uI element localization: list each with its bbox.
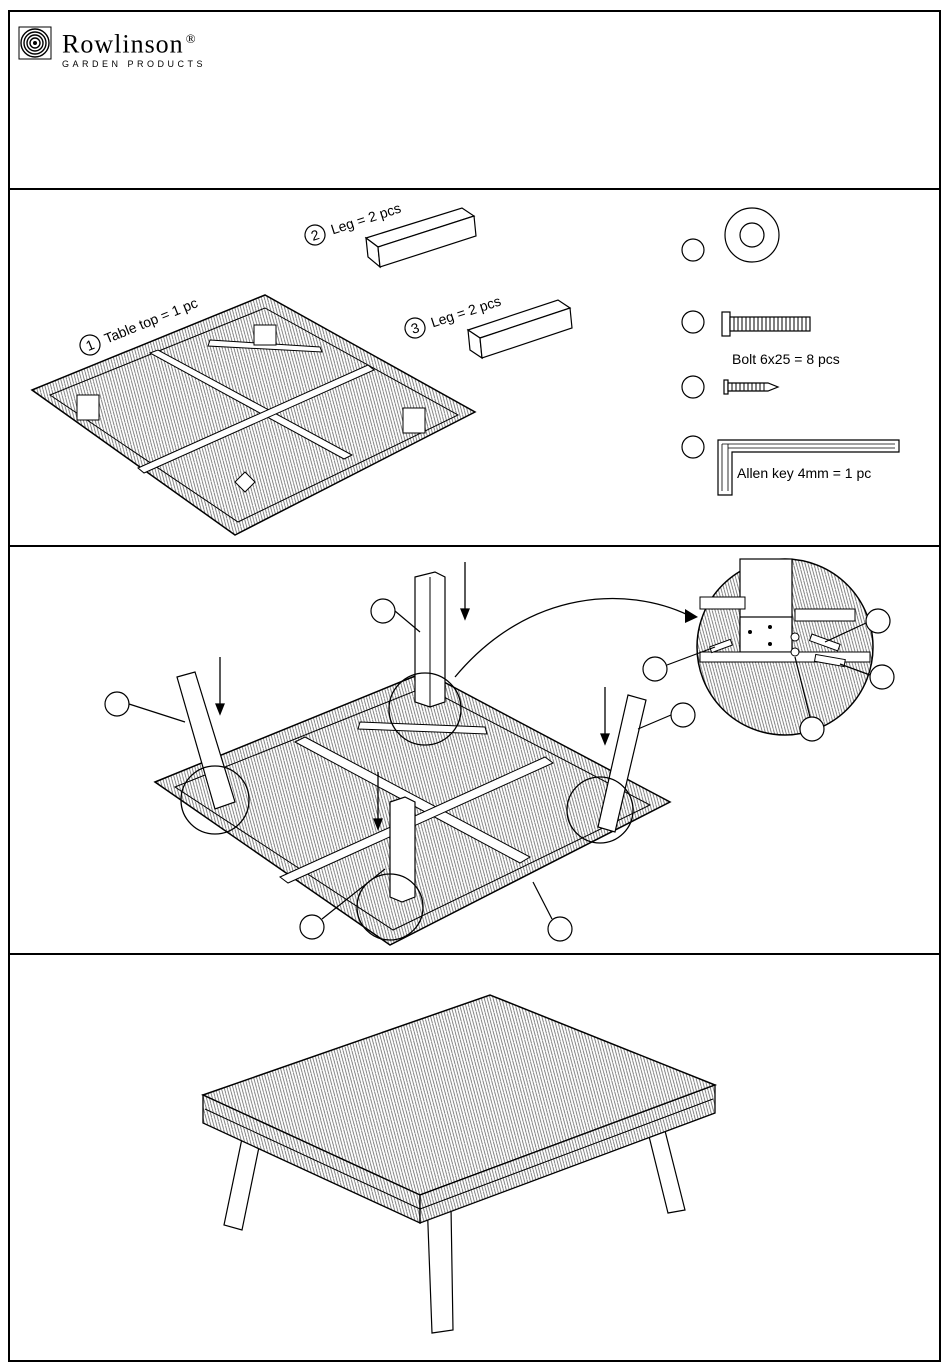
- hardware-screw: [682, 376, 778, 398]
- brand-name-text: Rowlinson: [62, 30, 184, 59]
- bolt-label: Bolt 6x25 = 8 pcs: [732, 351, 840, 367]
- parts-illustration: 1 Table top = 1 pc 2 Leg = 2 pcs: [10, 190, 939, 545]
- registered-mark: ®: [186, 31, 197, 46]
- brand-tagline: GARDEN PRODUCTS: [62, 59, 206, 69]
- brand-logo: Rowlinson® GARDEN PRODUCTS: [18, 26, 206, 69]
- bolt-icon: [722, 312, 810, 336]
- parts-list-panel: 1 Table top = 1 pc 2 Leg = 2 pcs: [10, 190, 939, 547]
- leg-front: [390, 797, 415, 902]
- hardware-washer: [682, 208, 779, 262]
- allen-key-label: Allen key 4mm = 1 pc: [737, 465, 871, 481]
- hardware-allen-key: Allen key 4mm = 1 pc: [682, 436, 899, 495]
- assembly-illustration: [10, 547, 939, 953]
- screw-icon: [724, 380, 778, 394]
- table-top-finished: [203, 995, 715, 1195]
- detail-zoom: [697, 559, 873, 735]
- brand-name: Rowlinson®: [62, 26, 206, 58]
- header-panel: Rowlinson® GARDEN PRODUCTS: [10, 12, 939, 190]
- finished-table-illustration: [10, 955, 939, 1358]
- concentric-rings-logo-icon: [18, 26, 52, 60]
- finished-table-panel: [10, 955, 939, 1360]
- leg-back: [415, 572, 445, 707]
- assembly-step-panel: [10, 547, 939, 955]
- instruction-sheet: Rowlinson® GARDEN PRODUCTS: [8, 10, 941, 1362]
- hardware-bolt: Bolt 6x25 = 8 pcs: [682, 311, 840, 367]
